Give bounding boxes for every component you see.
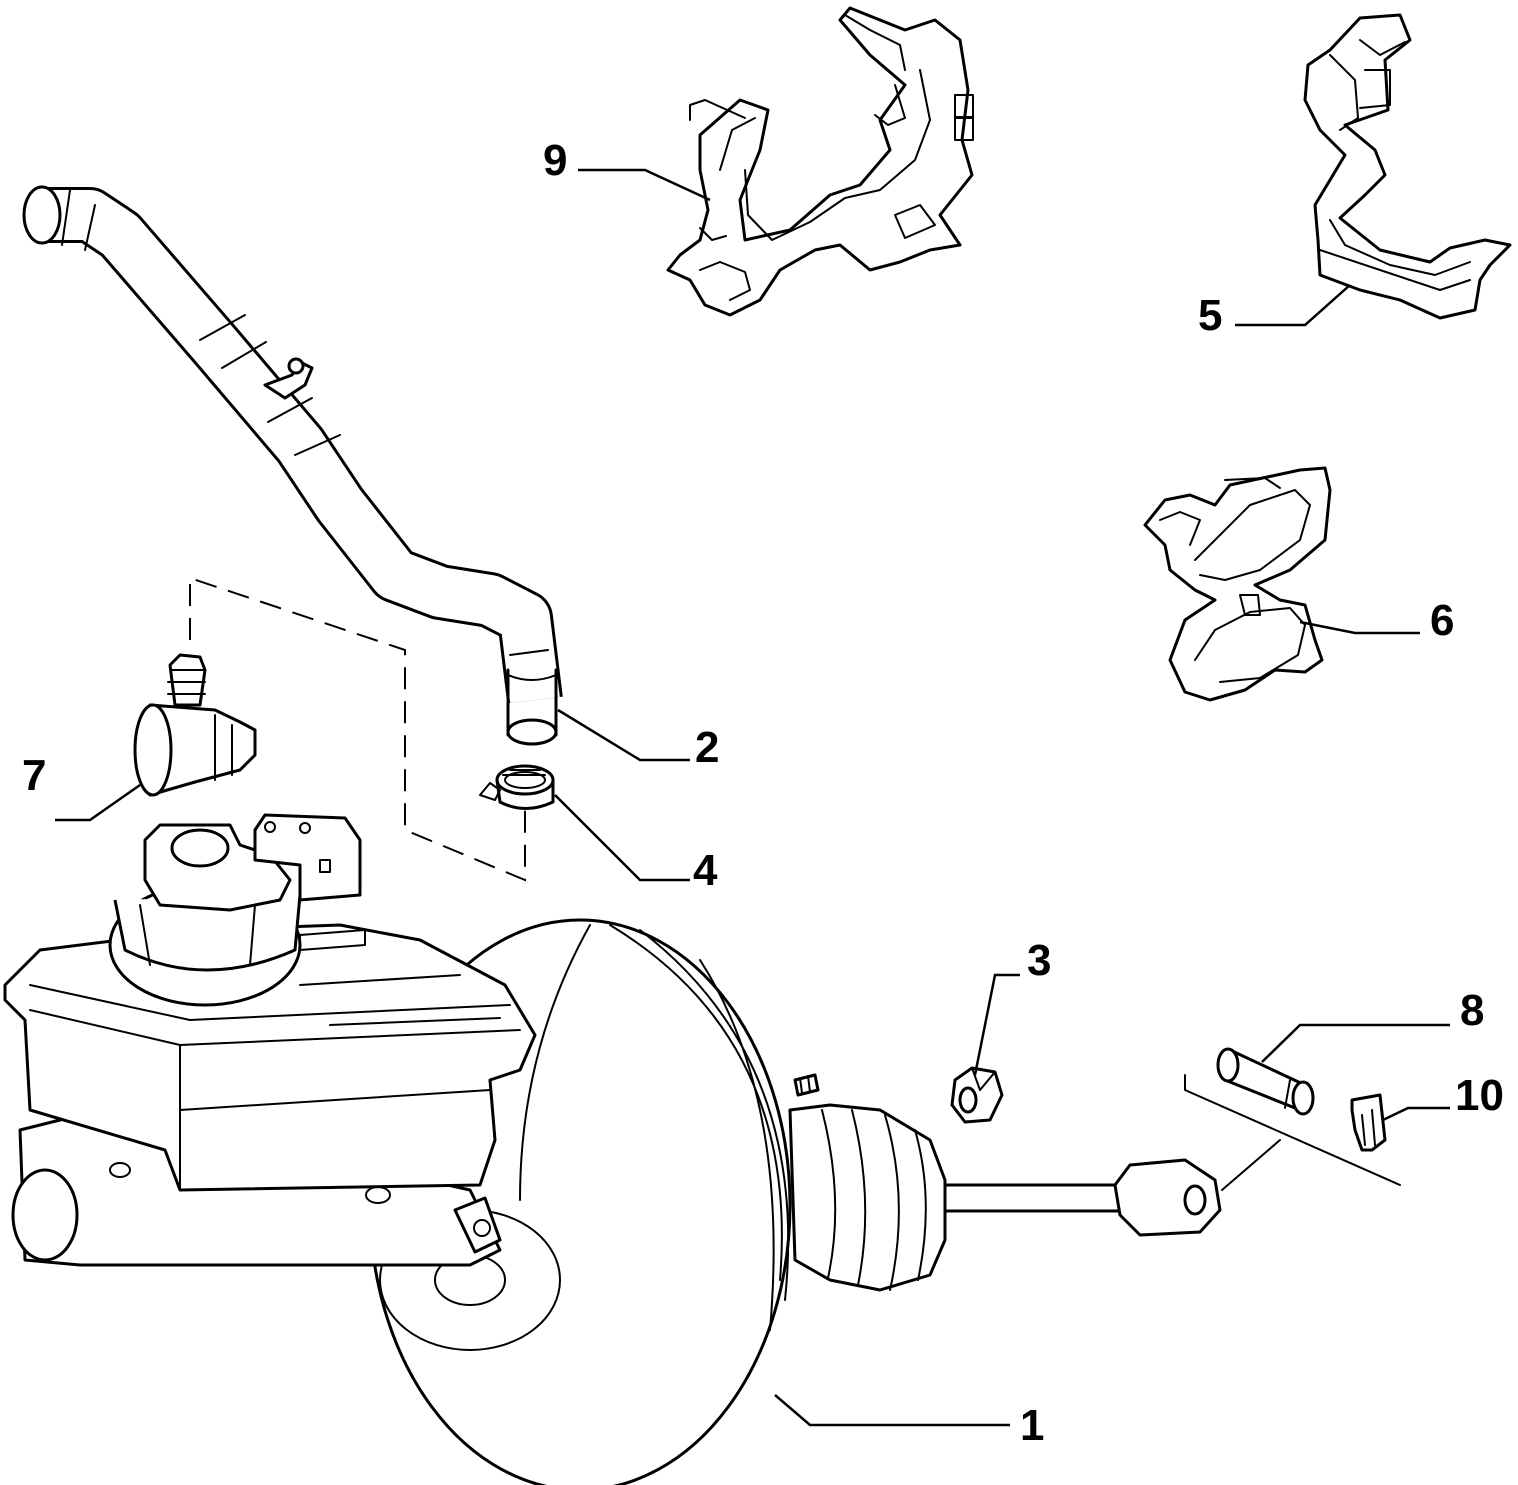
callout-5: 5 <box>1198 291 1222 340</box>
leader-5 <box>1235 284 1351 327</box>
part-8-pin <box>1216 1047 1315 1116</box>
callout-1: 1 <box>1020 1401 1044 1450</box>
callout-7: 7 <box>22 751 46 800</box>
leader-7 <box>55 783 141 822</box>
assembly-dashed-line <box>189 576 526 882</box>
part-9-bracket <box>666 6 974 317</box>
leader-4 <box>554 794 690 882</box>
part-1-brake-booster <box>3 813 1222 1485</box>
leader-3 <box>973 973 1020 1076</box>
leader-9 <box>578 168 711 202</box>
leader-6 <box>1299 620 1420 635</box>
callout-3: 3 <box>1027 936 1051 985</box>
leader-8 <box>1261 1023 1450 1063</box>
callout-8: 8 <box>1460 986 1484 1035</box>
part-6-clamp <box>1143 466 1332 702</box>
part-5-clamp <box>1303 13 1512 320</box>
callout-2: 2 <box>695 723 719 772</box>
leader-2 <box>557 708 690 762</box>
part-10-clip <box>1350 1093 1387 1152</box>
callout-4: 4 <box>693 846 718 895</box>
callout-10: 10 <box>1455 1071 1504 1120</box>
callout-6: 6 <box>1430 596 1454 645</box>
leader-10 <box>1382 1106 1450 1122</box>
leader-1 <box>774 1394 1010 1427</box>
part-4-clip <box>479 764 555 810</box>
assembly-arrow-line <box>1221 1139 1281 1191</box>
callout-9: 9 <box>543 136 567 185</box>
assembly-bracket-line <box>1184 1074 1401 1186</box>
part-3-nut <box>950 1066 1004 1124</box>
part-7-fitting <box>133 653 257 797</box>
leader-lines <box>55 168 1450 1427</box>
part-2-hose <box>22 185 563 746</box>
